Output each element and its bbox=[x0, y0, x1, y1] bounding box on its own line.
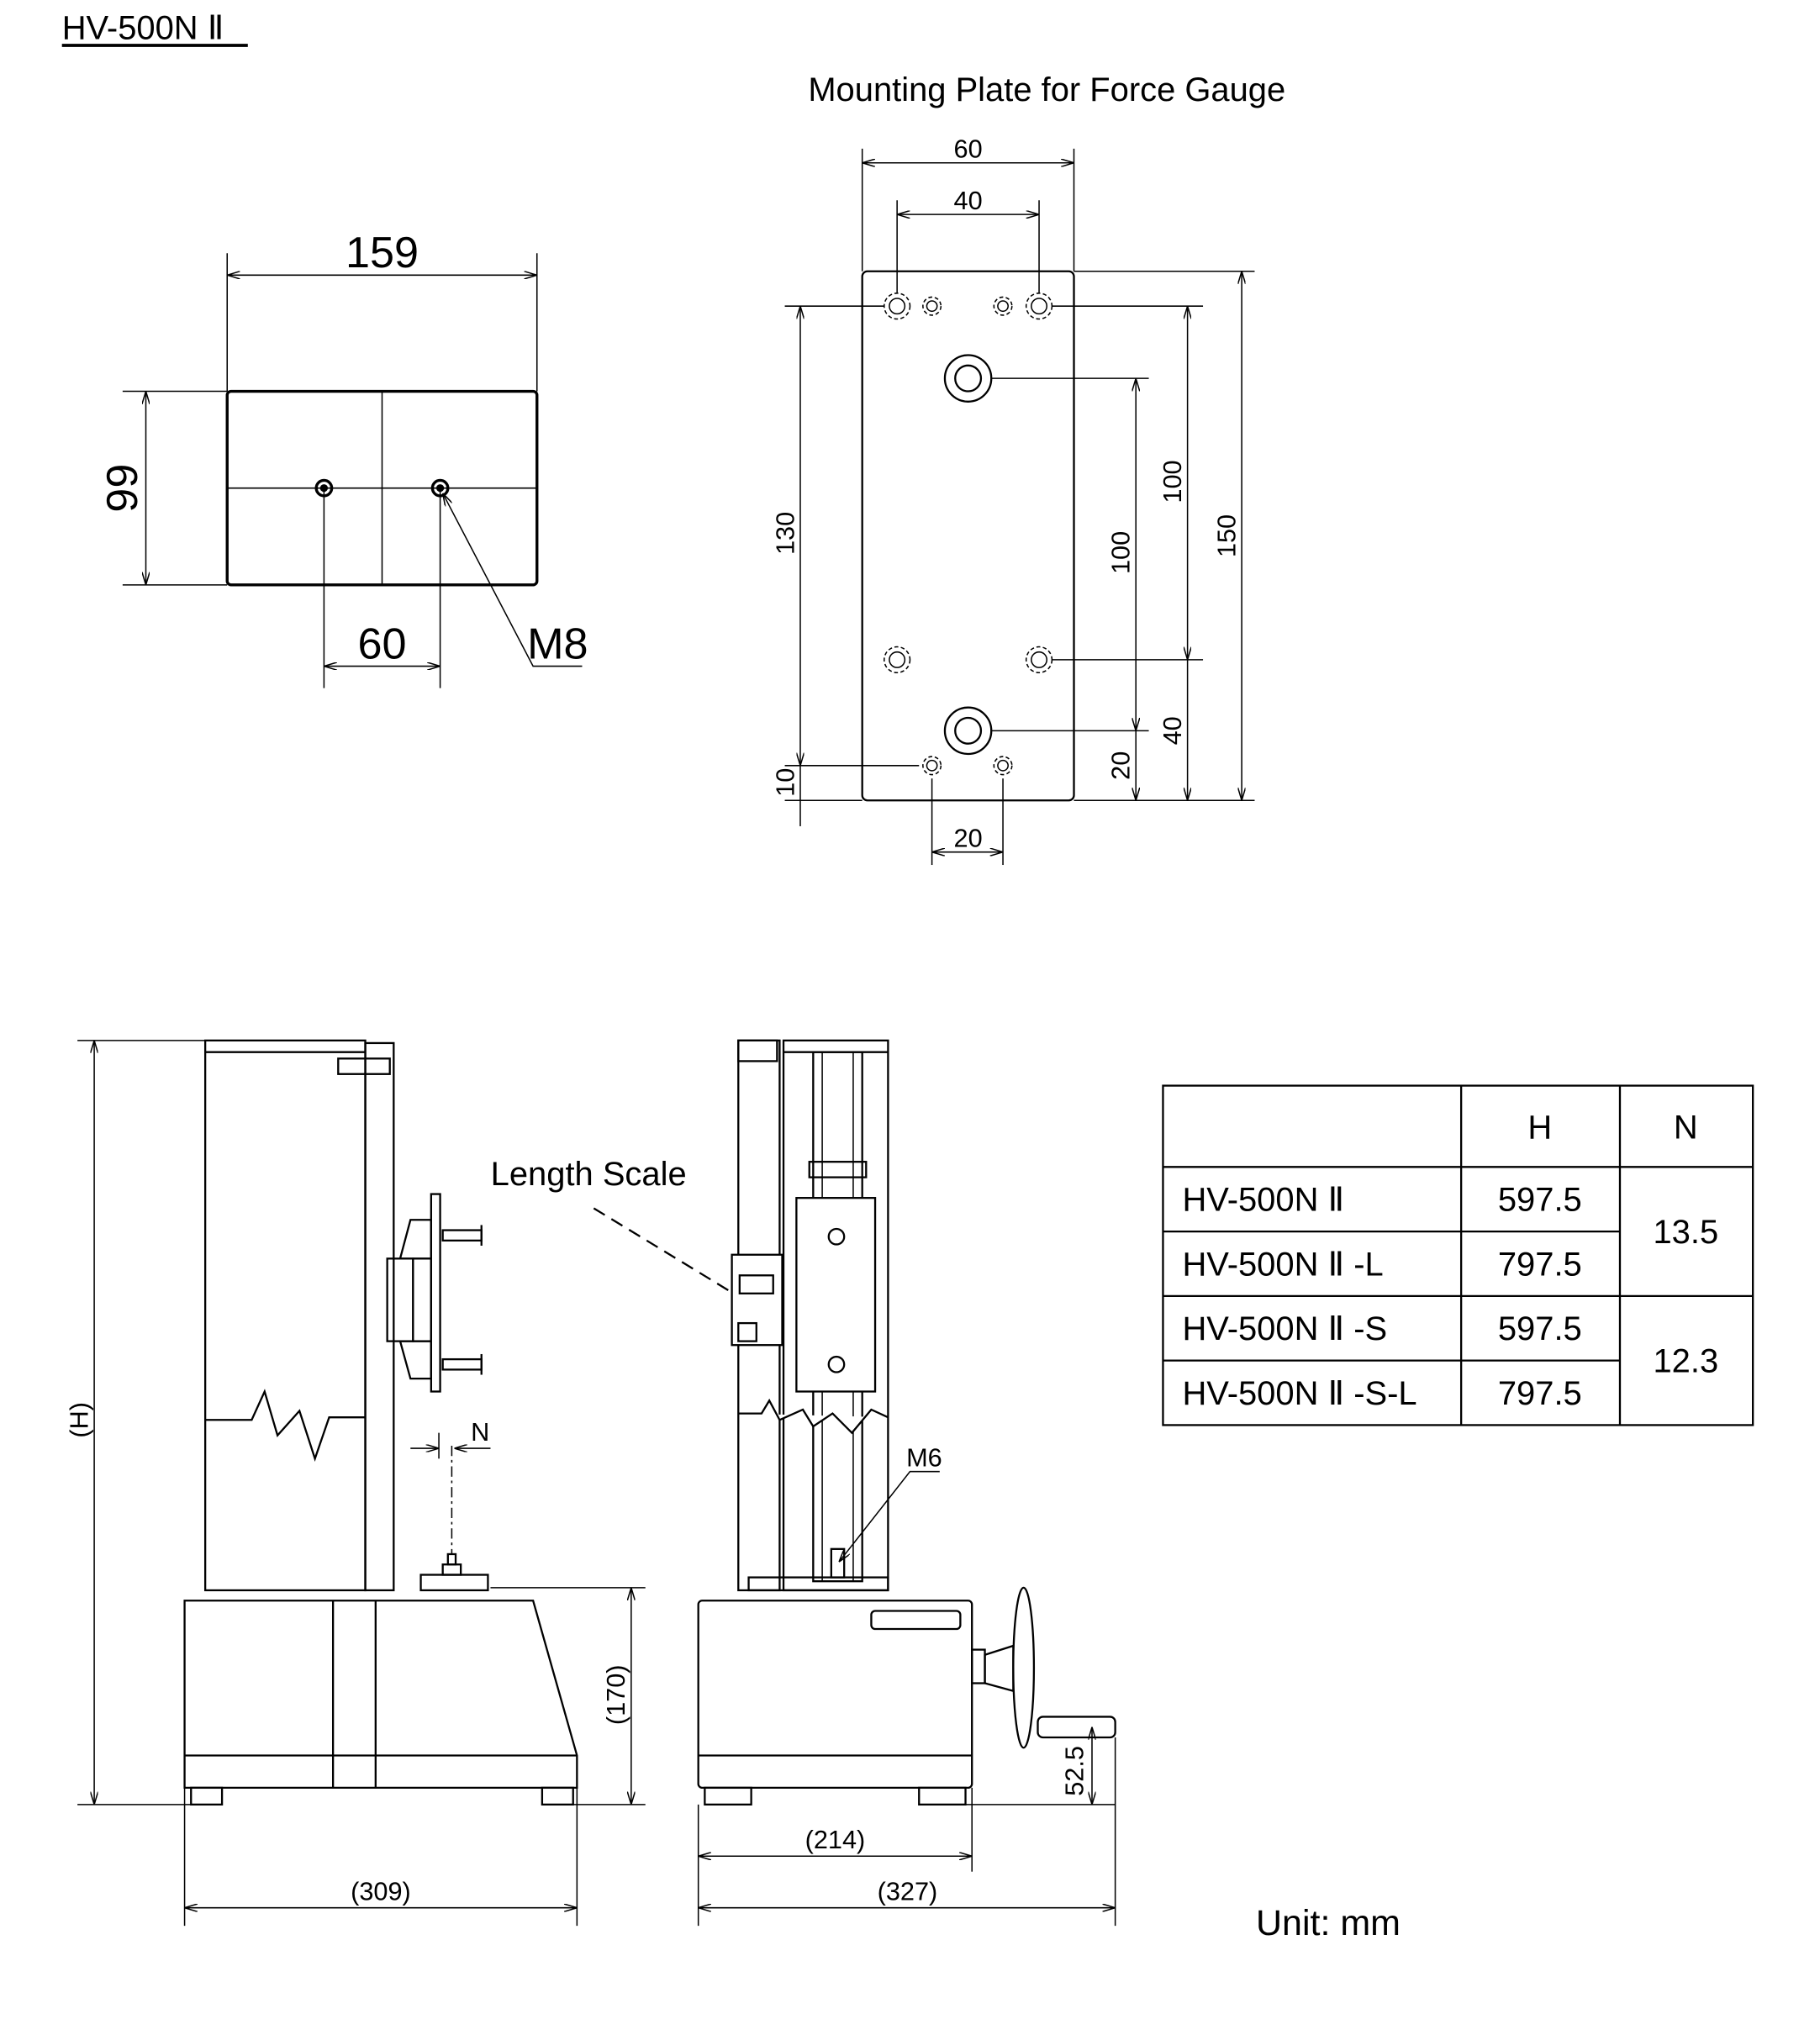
model-table: H N HV-500N Ⅱ 597.5 HV-500N Ⅱ -L 797.5 H… bbox=[1162, 1084, 1754, 1426]
plate-height-100b: 100 bbox=[1158, 460, 1187, 503]
length-scale-label: Length Scale bbox=[491, 1156, 687, 1193]
header-n: N bbox=[1674, 1110, 1698, 1147]
mounting-plate: 60 40 20 130 10 100 20 100 40 150 bbox=[770, 134, 1255, 866]
top-view: 159 99 60 M8 bbox=[98, 229, 588, 688]
plate-height-40: 40 bbox=[1158, 716, 1187, 745]
plate-height-130: 130 bbox=[770, 512, 799, 555]
row-h: 797.5 bbox=[1498, 1246, 1582, 1283]
plate-height-10: 10 bbox=[770, 768, 799, 797]
front-view: M6 Length Scale (214) (327) 52.5 bbox=[491, 1039, 1116, 1927]
row-model: HV-500N Ⅱ -S bbox=[1182, 1310, 1387, 1347]
plate-height-20: 20 bbox=[1106, 751, 1136, 780]
thread-label: M8 bbox=[527, 619, 588, 668]
row-h: 597.5 bbox=[1498, 1310, 1582, 1347]
width-dimension-327: (327) bbox=[878, 1876, 938, 1906]
side-view: (H) (170) (309) N bbox=[64, 1039, 646, 1927]
n-value-13-5: 13.5 bbox=[1653, 1214, 1718, 1251]
plate-width-40: 40 bbox=[954, 186, 983, 215]
plate-height-100a: 100 bbox=[1106, 531, 1136, 574]
row-model: HV-500N Ⅱ -L bbox=[1182, 1246, 1383, 1283]
unit-label: Unit: mm bbox=[1256, 1903, 1401, 1943]
base-height-dimension: (170) bbox=[601, 1665, 630, 1726]
handle-height-dimension: 52.5 bbox=[1059, 1746, 1089, 1796]
header-h: H bbox=[1527, 1110, 1552, 1147]
depth-dimension: 99 bbox=[98, 464, 147, 513]
plate-title: Mounting Plate for Force Gauge bbox=[808, 71, 1285, 108]
row-model: HV-500N Ⅱ -S-L bbox=[1182, 1375, 1416, 1412]
n-value-12-3: 12.3 bbox=[1653, 1342, 1718, 1379]
m6-label: M6 bbox=[906, 1443, 942, 1473]
row-model: HV-500N Ⅱ bbox=[1182, 1182, 1344, 1219]
hole-spacing-dimension: 60 bbox=[357, 619, 406, 668]
depth-dimension-309: (309) bbox=[351, 1876, 411, 1906]
row-h: 597.5 bbox=[1498, 1182, 1582, 1219]
width-dimension: 159 bbox=[346, 229, 419, 277]
drawing-title: HV-500N Ⅱ bbox=[62, 9, 224, 46]
n-label: N bbox=[471, 1417, 489, 1447]
plate-width-60: 60 bbox=[954, 134, 983, 164]
height-dimension: (H) bbox=[64, 1402, 93, 1438]
width-dimension-214: (214) bbox=[805, 1825, 866, 1854]
row-h: 797.5 bbox=[1498, 1375, 1582, 1412]
plate-width-20: 20 bbox=[954, 824, 983, 853]
plate-height-150: 150 bbox=[1211, 514, 1241, 557]
